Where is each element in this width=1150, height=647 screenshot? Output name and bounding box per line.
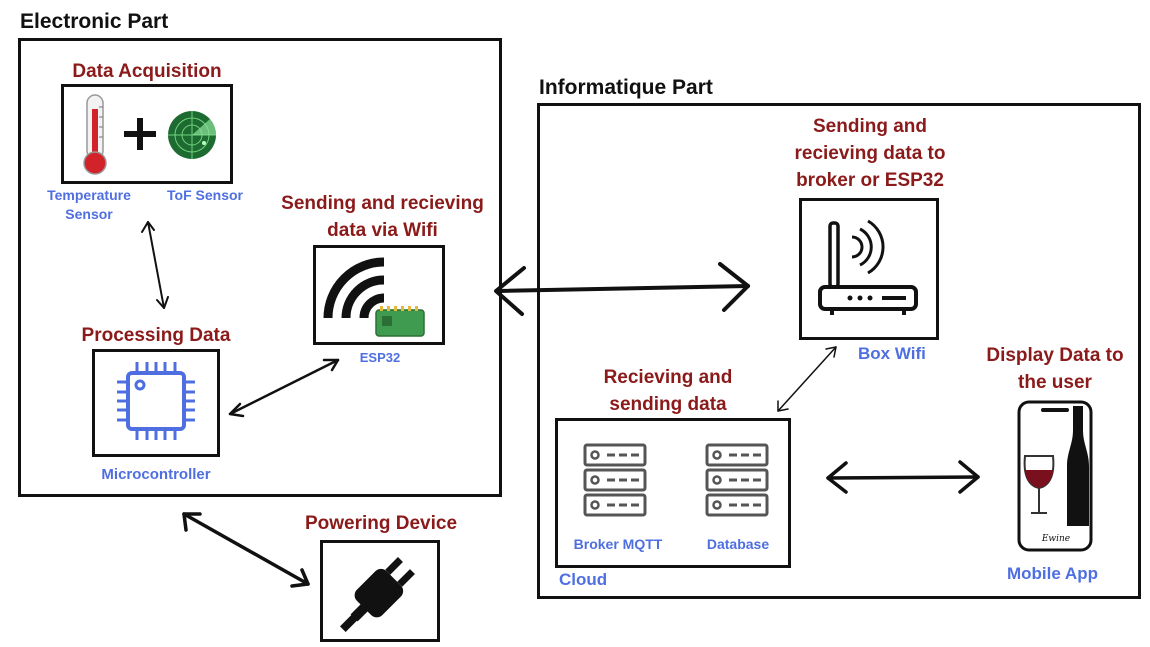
ewine-logo-text: Ewine <box>1041 534 1071 544</box>
cloud-label: Cloud <box>559 570 608 589</box>
powering-heading: Powering Device <box>304 513 458 534</box>
box-wifi-box <box>799 198 939 340</box>
server-icon <box>583 443 647 517</box>
plus-icon <box>124 118 156 150</box>
recieving-sending-heading: Recieving and sending data <box>603 367 733 415</box>
esp32-box <box>313 245 445 345</box>
data-acquisition-box <box>61 84 233 184</box>
plug-icon <box>339 557 415 633</box>
sending-broker-heading: Sending and recieving data to broker or … <box>794 116 946 191</box>
mobile-app-label: Mobile App <box>1007 564 1098 583</box>
microcontroller-box <box>92 349 220 457</box>
server-icon <box>705 443 769 517</box>
esp32-label: ESP32 <box>359 350 401 365</box>
broker-mqtt-label: Broker MQTT <box>573 536 663 552</box>
processing-heading: Processing Data <box>81 325 231 346</box>
wifi-signal-icon <box>323 257 385 319</box>
microcontroller-label: Microcontroller <box>101 466 211 483</box>
database-label: Database <box>706 536 770 552</box>
powering-box <box>320 540 440 642</box>
box-wifi-label: Box Wifi <box>858 344 926 363</box>
esp32-board-icon <box>375 306 425 337</box>
chip-icon <box>117 362 195 440</box>
radar-icon <box>168 111 217 159</box>
phone-frame: Ewine <box>1017 400 1093 552</box>
electronic-part-title: Electronic Part <box>20 10 169 33</box>
tof-sensor-label: ToF Sensor <box>167 187 243 203</box>
display-heading: Display Data to the user <box>986 345 1124 393</box>
thermometer-icon <box>83 94 107 175</box>
router-icon <box>818 219 918 315</box>
informatique-part-frame <box>537 103 1141 599</box>
wine-bottle-icon <box>1017 400 1093 552</box>
temperature-sensor-label: Temperature Sensor <box>47 187 131 222</box>
cloud-box: Broker MQTT Database <box>555 418 791 568</box>
data-acquisition-heading: Data Acquisition <box>72 61 222 82</box>
sending-wifi-heading: Sending and recieving data via Wifi <box>281 193 484 241</box>
informatique-part-title: Informatique Part <box>539 76 713 99</box>
